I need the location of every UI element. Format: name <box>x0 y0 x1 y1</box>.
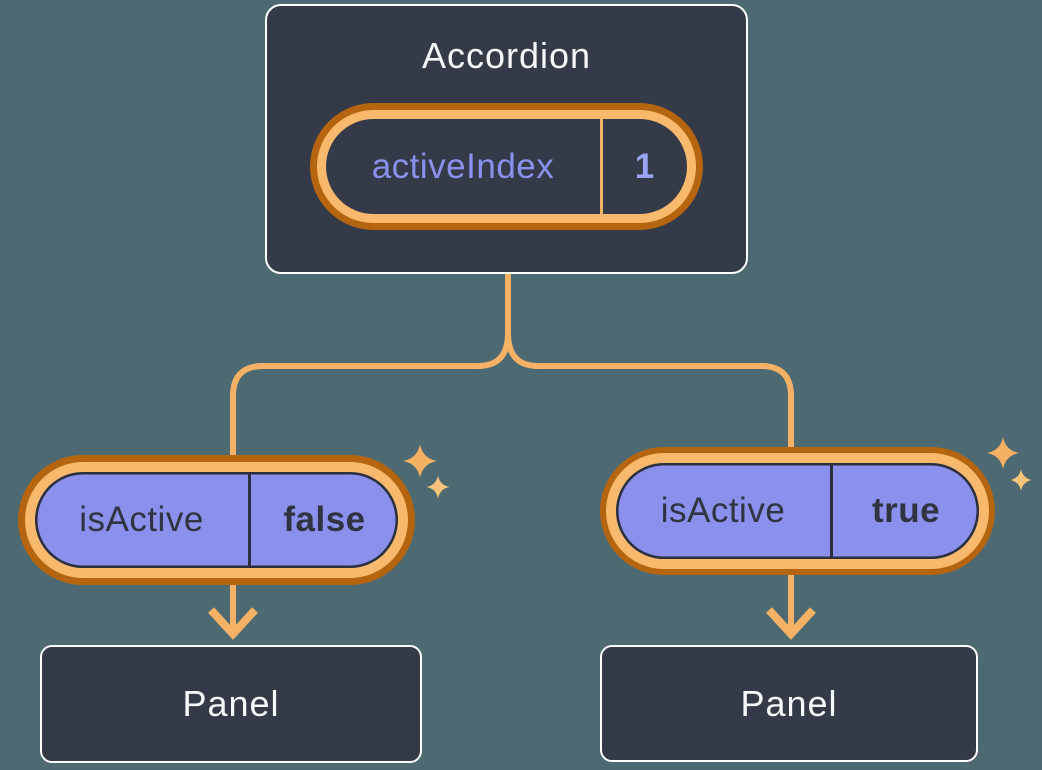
prop-pill-left: isActive false <box>18 455 415 585</box>
accordion-title: Accordion <box>421 35 592 76</box>
sparkle-icon <box>1010 469 1032 491</box>
pill-divider <box>248 472 251 568</box>
panel-title-right: Panel <box>740 682 838 724</box>
prop-name-left: isActive <box>79 500 204 539</box>
state-pill: activeIndex 1 <box>310 103 703 230</box>
prop-pill-left-body: isActive false <box>35 472 398 568</box>
prop-value-right: true <box>871 491 941 530</box>
pill-divider <box>600 119 603 214</box>
arrow-down-icon <box>208 607 258 640</box>
sparkle-icon <box>987 437 1019 469</box>
panel-title-left: Panel <box>182 683 280 724</box>
pill-divider <box>830 463 833 559</box>
prop-pill-right: isActive true <box>600 447 995 575</box>
prop-name-right: isActive <box>660 491 786 530</box>
panel-component-box-left: Panel <box>40 645 422 763</box>
arrow-down-icon <box>766 607 816 640</box>
state-value: 1 <box>634 146 655 186</box>
prop-pill-right-body: isActive true <box>616 463 979 559</box>
prop-value-left: false <box>283 500 366 539</box>
panel-component-box-right: Panel <box>600 645 978 762</box>
state-name: activeIndex <box>371 146 555 186</box>
wire-trunk-right-branch <box>505 272 794 470</box>
sparkle-icon <box>426 475 450 499</box>
sparkle-icon <box>403 444 437 478</box>
state-pill-body: activeIndex 1 <box>326 119 687 214</box>
wire-trunk-left-branch <box>230 272 511 475</box>
